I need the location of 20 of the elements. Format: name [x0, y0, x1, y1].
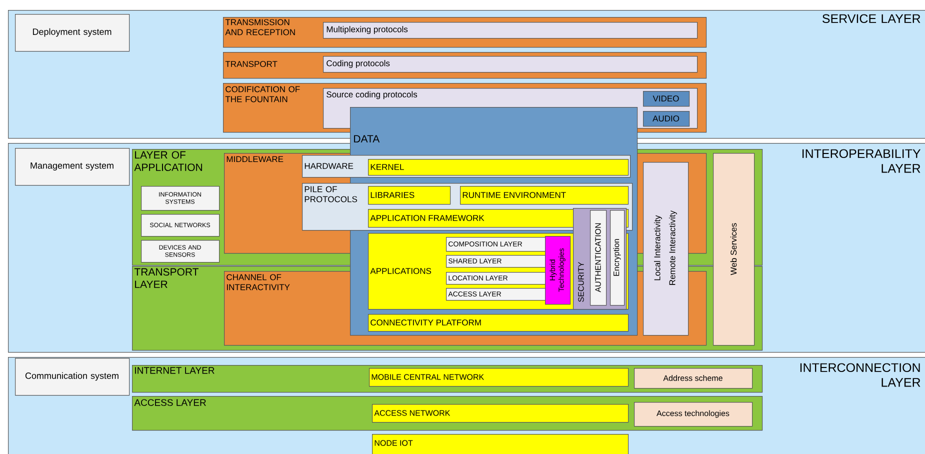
component-bar: ACCESS NETWORK [372, 404, 629, 423]
system-box: Communication system [15, 358, 130, 396]
component-bar: MOBILE CENTRAL NETWORK [369, 368, 629, 387]
system-box: Deployment system [15, 14, 130, 52]
protocol-bar: Coding protocols [323, 56, 698, 73]
component-bar: KERNEL [368, 159, 629, 176]
component-bar: NODE IOT [372, 434, 629, 454]
component-bar: LIBRARIES [368, 186, 451, 205]
vertical-bar: Web Services [713, 153, 755, 346]
component-bar: RUNTIME ENVIRONMENT [460, 186, 629, 205]
vertical-bar: AUTHENTICATION [590, 210, 607, 306]
component-box: Address scheme [634, 368, 753, 389]
protocol-bar: Multiplexing protocols [323, 22, 698, 39]
component-box: Access technologies [634, 402, 753, 427]
component-bar: CONNECTIVITY PLATFORM [368, 314, 629, 332]
media-box: AUDIO [643, 111, 690, 127]
vertical-bar: Encryption [610, 210, 625, 306]
system-box: Management system [15, 148, 130, 186]
media-box: VIDEO [643, 91, 690, 107]
vertical-bar: Local Interactivity Remote Interactivity [643, 162, 689, 336]
